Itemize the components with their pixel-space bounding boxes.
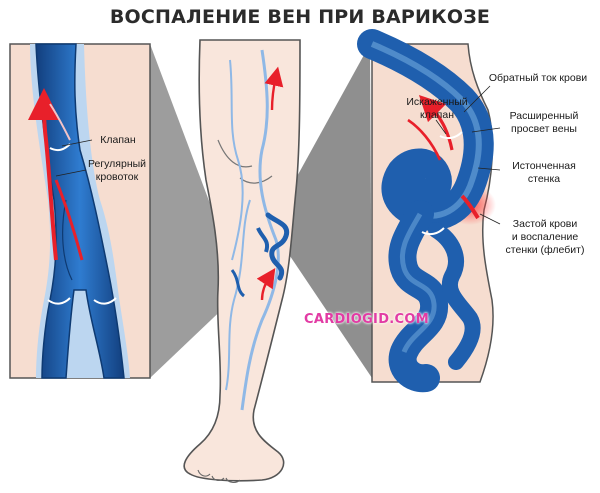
left-projection: [150, 44, 232, 378]
page-title: ВОСПАЛЕНИЕ ВЕН ПРИ ВАРИКОЗЕ: [109, 6, 491, 28]
thinned-wall-label-line1: Истонченная: [512, 160, 576, 172]
left-panel: [9, 43, 151, 379]
reverse-flow-label: Обратный ток крови: [488, 72, 588, 84]
stasis-phlebitis-label: Застой крови и воспаление стенки (флебит…: [496, 218, 594, 257]
right-panel: [357, 29, 501, 393]
thinned-wall-label-line2: стенка: [527, 173, 561, 185]
dilated-lumen-label-line2: просвет вены: [511, 123, 577, 135]
stasis-label-line2: и воспаление: [511, 231, 579, 243]
distorted-valve-label-line1: Искаженный: [406, 96, 468, 108]
dilated-lumen-label-line1: Расширенный: [509, 110, 579, 122]
stasis-label-line1: Застой крови: [512, 218, 578, 230]
watermark: CARDIOGID.COM: [304, 312, 429, 327]
distorted-valve-label-line2: клапан: [419, 109, 454, 121]
dilated-lumen-label: Расширенный просвет вены: [498, 110, 590, 136]
stasis-label-line3: стенки (флебит): [505, 244, 585, 256]
regular-flow-label: Регулярный кровоток: [84, 158, 150, 184]
right-projection: [284, 44, 372, 378]
thinned-wall-label: Истонченная стенка: [498, 160, 590, 186]
leg: [183, 39, 301, 483]
distorted-valve-label: Искаженный клапан: [404, 96, 470, 122]
regular-flow-label-line2: кровоток: [95, 171, 139, 183]
valve-label: Клапан: [100, 134, 136, 146]
regular-flow-label-line1: Регулярный: [87, 158, 147, 170]
